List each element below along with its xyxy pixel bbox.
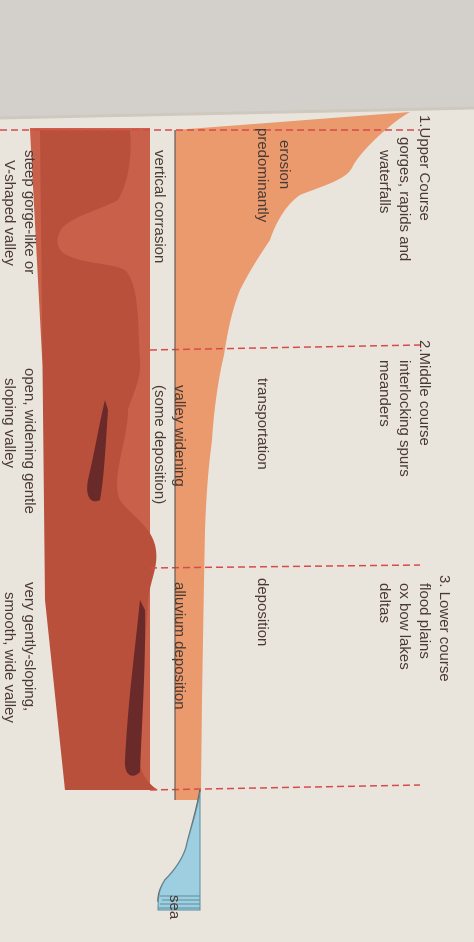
lower-course-feature-3: deltas: [376, 583, 393, 623]
upper-course-feature-1: gorges, rapids and: [396, 137, 413, 261]
process-label-erosion: erosion: [276, 140, 293, 189]
process-label-transportation: transportation: [254, 378, 271, 470]
divider-middle-lower: [149, 564, 421, 569]
paper-edge: [0, 106, 474, 120]
upper-course-feature-2: waterfalls: [376, 149, 393, 213]
cross-label-valley-widening: valley widening: [171, 385, 188, 487]
lower-course-feature-2: ox bow lakes: [396, 583, 413, 670]
lower-course-feature-1: flood plains: [416, 583, 433, 659]
cross-label-vertical-corrasion: vertical corrasion: [151, 150, 168, 263]
sea-wave-lines: [158, 895, 200, 909]
divider-bottom: [149, 784, 421, 791]
process-label-deposition: deposition: [254, 578, 271, 646]
sea-area: [157, 791, 201, 911]
valley-label-lower-1: very gently-sloping,: [21, 582, 38, 711]
section-dividers: [0, 129, 421, 791]
process-label-predominantly: predominantly: [254, 128, 271, 223]
middle-course-feature-1: interlocking spurs: [396, 360, 413, 477]
valley-cross-section-shadow: [87, 400, 146, 776]
cross-top-edge: [30, 128, 150, 130]
middle-course-feature-2: meanders: [376, 360, 393, 427]
valley-label-middle-2: sloping valley: [1, 378, 18, 469]
upper-course-heading: 1.Upper Course: [416, 115, 433, 221]
middle-course-heading: 2.Middle course: [416, 340, 433, 446]
river-long-profile: [175, 112, 410, 800]
valley-label-upper-1: steep gorge-like or: [21, 150, 38, 274]
valley-label-middle-1: open, widening gentle: [21, 368, 38, 514]
valley-label-lower-2: smooth, wide valley: [1, 592, 18, 723]
cross-label-alluvium-deposition: alluvium deposition: [171, 582, 188, 710]
divider-upper-middle: [149, 344, 421, 351]
cross-label-some-deposition: (some deposition): [151, 385, 168, 504]
sea-label: sea: [166, 895, 183, 920]
valley-label-upper-2: V-shaped valley: [1, 160, 18, 266]
lower-course-heading: 3. Lower course: [436, 575, 453, 682]
